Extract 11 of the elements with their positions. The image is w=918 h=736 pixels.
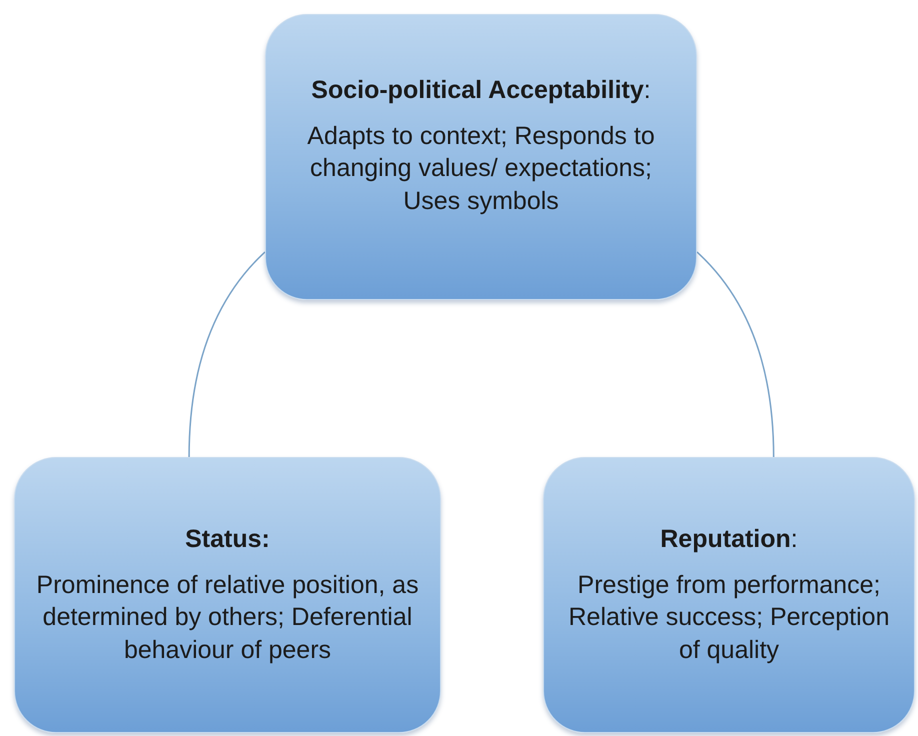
- box-heading: Socio-political Acceptability:: [311, 74, 651, 106]
- connector-line: [696, 251, 774, 458]
- box-heading: Reputation:: [660, 524, 798, 555]
- rounded-box: [14, 457, 441, 733]
- rounded-box: [265, 14, 697, 300]
- box-description: Prestige from performance; Relative success; Perception of quality: [568, 570, 890, 666]
- box-description: Adapts to context; Responds to changing values/ expectations; Uses symbols: [306, 120, 656, 217]
- box-heading: Status:: [185, 524, 270, 555]
- rounded-box: [543, 457, 915, 733]
- box-description: Prominence of relative position, as determined by others; Deferential behaviour of peers: [35, 570, 420, 666]
- connector-line: [188, 251, 266, 458]
